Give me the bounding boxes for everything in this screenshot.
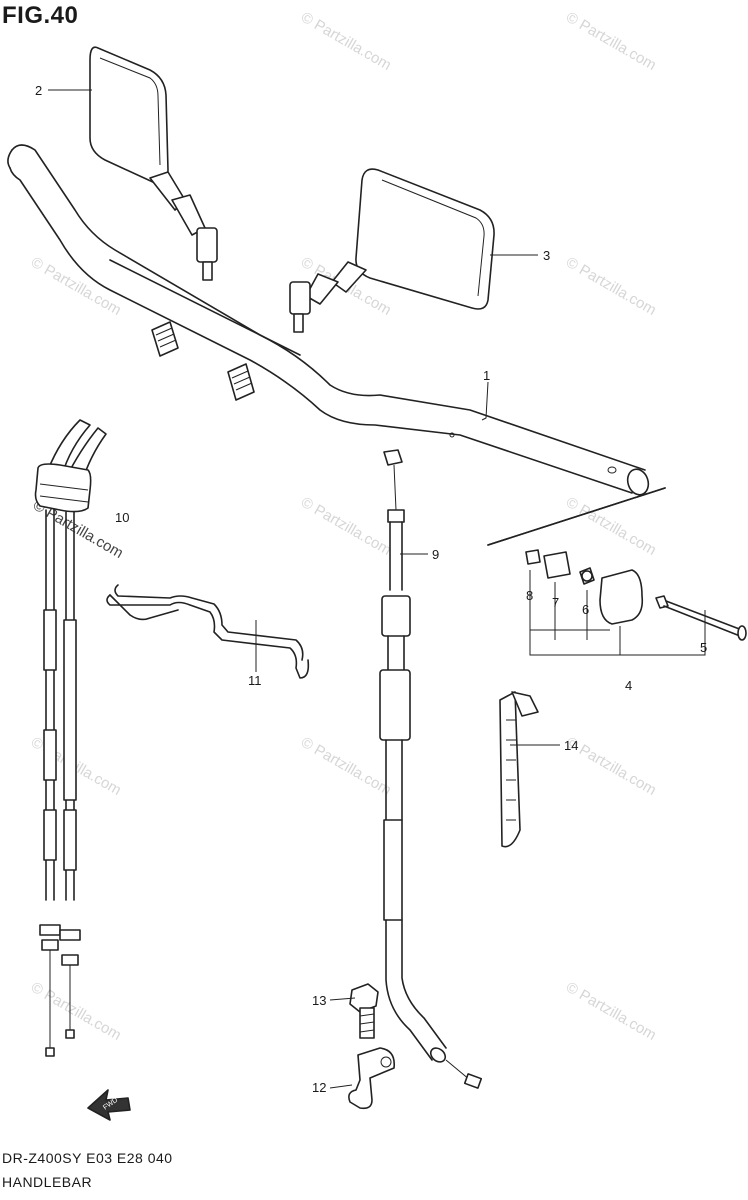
callout-14: 14 xyxy=(564,738,578,753)
model-code-line: DR-Z400SY E03 E28 040 xyxy=(2,1150,173,1166)
watermark-text: © Partzilla.com xyxy=(563,979,659,1044)
forward-arrow-icon: FWD xyxy=(87,1089,131,1121)
callout-1: 1 xyxy=(483,368,490,383)
callout-6: 6 xyxy=(582,602,589,617)
callouts: 2 3 1 10 9 8 7 6 5 4 11 14 13 12 xyxy=(35,83,707,1095)
callout-11: 11 xyxy=(248,673,262,688)
watermark-text: © Partzilla.com xyxy=(298,734,394,799)
section-name-line: HANDLEBAR xyxy=(2,1174,93,1190)
figure-title: FIG.40 xyxy=(2,2,79,29)
callout-7: 7 xyxy=(552,595,559,610)
tie-strap xyxy=(499,691,539,848)
watermark-text: © Partzilla.com xyxy=(563,254,659,319)
cable-guide-wire xyxy=(106,584,310,679)
handlebar-balancer-set xyxy=(487,487,747,656)
right-mirror xyxy=(289,168,495,333)
leader-lines xyxy=(48,89,560,1089)
callout-9: 9 xyxy=(432,547,439,562)
throttle-cables xyxy=(34,419,107,1057)
handlebar xyxy=(7,144,650,496)
left-mirror xyxy=(89,46,218,281)
clutch-cable xyxy=(379,449,483,1089)
watermark-text: © Partzilla.com xyxy=(563,9,659,74)
callout-13: 13 xyxy=(312,993,326,1008)
callout-10: 10 xyxy=(115,510,129,525)
bolt xyxy=(349,983,379,1039)
callout-2: 2 xyxy=(35,83,42,98)
callout-5: 5 xyxy=(700,640,707,655)
watermark-text: © Partzilla.com xyxy=(298,9,394,74)
callout-8: 8 xyxy=(526,588,533,603)
watermark-text: © Partzilla.com xyxy=(298,494,394,559)
watermark-text: © Partzilla.com xyxy=(563,494,659,559)
callout-3: 3 xyxy=(543,248,550,263)
watermark-text: © Partzilla.com xyxy=(28,979,124,1044)
clamp xyxy=(348,1047,396,1110)
callout-12: 12 xyxy=(312,1080,326,1095)
callout-4: 4 xyxy=(625,678,632,693)
